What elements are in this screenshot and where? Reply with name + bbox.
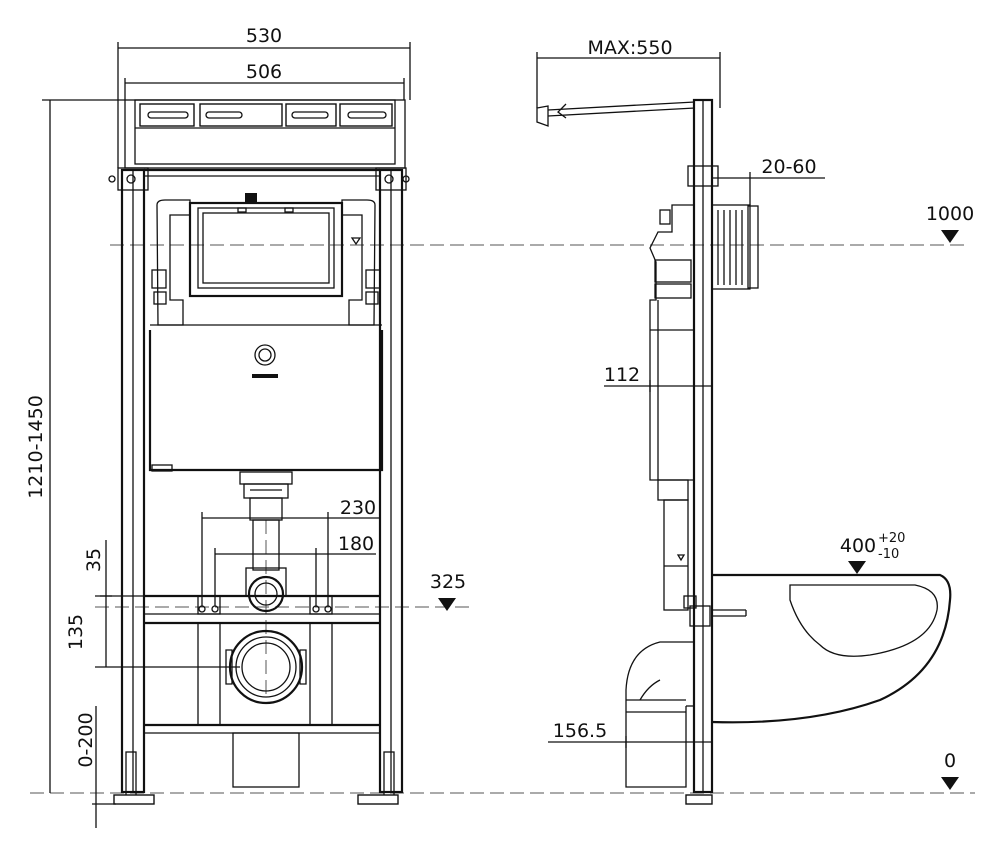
front-view	[108, 99, 410, 805]
dim-35: 35	[83, 548, 105, 572]
dim-0-200: 0-200	[75, 712, 97, 767]
reference-lines	[30, 244, 975, 794]
side-dimensions: MAX:550 20-60 112 156.5 1000 400 +20 -10…	[536, 37, 974, 790]
flush-pipe	[239, 471, 293, 613]
dim-20-60: 20-60	[761, 156, 816, 178]
cistern	[148, 193, 384, 472]
waste-elbow	[625, 641, 694, 788]
dim-230: 230	[340, 497, 376, 519]
dim-506: 506	[246, 61, 282, 83]
level-0: 0	[944, 750, 956, 772]
dim-1210-1450: 1210-1450	[25, 395, 47, 499]
wall-bracket	[536, 101, 696, 127]
level-325: 325	[430, 571, 466, 593]
dim-180: 180	[338, 533, 374, 555]
frame-uprights	[108, 167, 410, 794]
cistern-side	[649, 204, 697, 611]
toilet-bowl	[711, 573, 952, 724]
waste-outlet	[197, 622, 333, 788]
dim-112: 112	[604, 364, 640, 386]
top-bracket	[124, 99, 406, 169]
side-view	[536, 98, 952, 805]
dim-530: 530	[246, 25, 282, 47]
frame-feet	[113, 751, 399, 805]
dim-156-5: 156.5	[553, 720, 607, 742]
level-400-tol-plus: +20	[878, 531, 905, 546]
front-dimensions: 530 506 1210-1450 230 180 35 135 0-200 3…	[25, 25, 466, 828]
dim-max-550: MAX:550	[587, 37, 672, 59]
dim-135: 135	[65, 614, 87, 650]
level-400: 400	[840, 535, 876, 557]
level-400-tol-minus: -10	[878, 547, 899, 562]
level-1000: 1000	[926, 203, 974, 225]
flush-unit	[711, 178, 759, 290]
